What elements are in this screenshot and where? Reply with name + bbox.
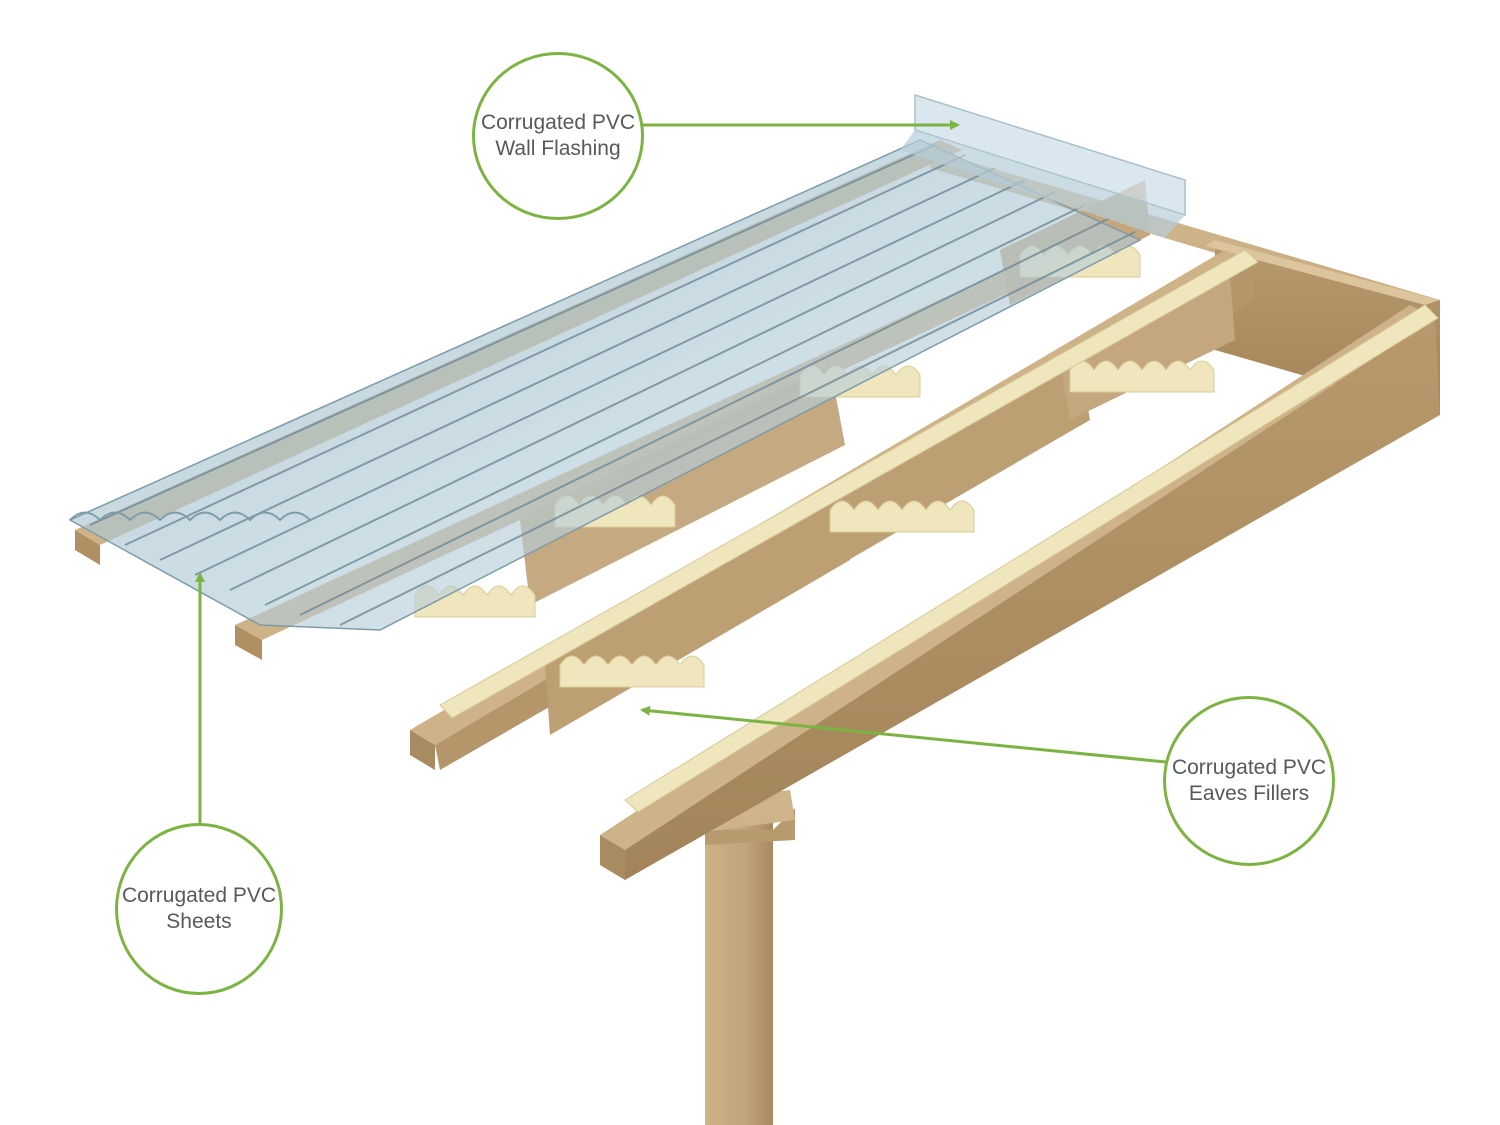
eaves-batten: [439, 249, 1439, 813]
callout-sheets-line1: Corrugated PVC: [121, 884, 277, 907]
leader-lines: [195, 120, 1167, 825]
callout-wall-flashing: Corrugated PVC Wall Flashing: [472, 52, 644, 220]
corrugated-pvc-wall-flashing: [900, 93, 1186, 238]
leader-eaves-fillers: [640, 705, 1167, 764]
callout-wall-flashing-line2: Wall Flashing: [495, 137, 621, 160]
timber-post: [700, 790, 795, 1125]
callout-eaves-fillers-line2: Eaves Fillers: [1188, 782, 1310, 805]
callout-eaves-fillers-line1: Corrugated PVC: [1171, 756, 1327, 779]
callout-sheets-line2: Sheets: [166, 910, 232, 933]
callout-sheets: Corrugated PVC Sheets: [115, 823, 283, 995]
corrugated-pvc-sheets: [68, 139, 1142, 631]
callout-eaves-fillers: Corrugated PVC Eaves Fillers: [1163, 696, 1335, 866]
callout-wall-flashing-line1: Corrugated PVC: [480, 111, 636, 134]
